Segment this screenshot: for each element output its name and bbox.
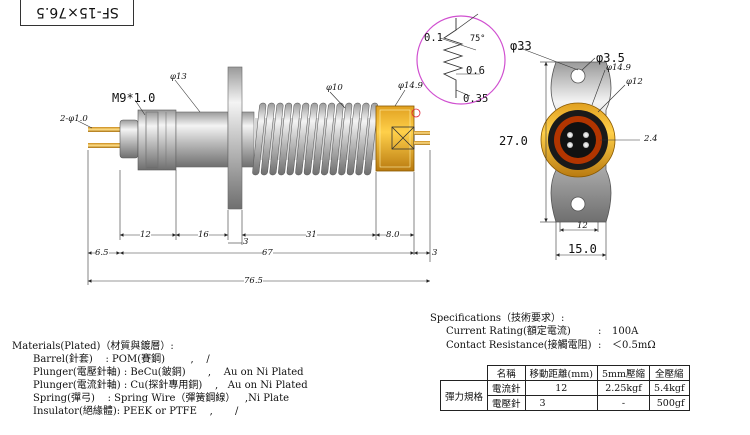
spring-coil — [312, 102, 327, 176]
dim-12: 12 — [140, 230, 151, 240]
row-travel: 3 — [524, 395, 598, 411]
table-header-row: 名稱 移動距離(mm) 5mm壓縮 全壓縮 — [441, 365, 690, 381]
dim-16: 16 — [198, 230, 209, 240]
title-box: SF-15×76.5 — [20, 0, 134, 26]
tip-035: 0.35 — [463, 93, 489, 105]
tip-01: 0.1 — [424, 32, 443, 44]
dim-d13: φ13 — [170, 72, 187, 82]
th-travel: 移動距離(mm) — [524, 365, 598, 381]
row-5mm: - — [596, 395, 651, 411]
dim-31: 31 — [306, 230, 317, 240]
dim-d33: φ33 — [510, 39, 532, 53]
spring-coil — [295, 102, 310, 176]
dim-65: 6.5 — [95, 248, 109, 258]
dim-d12: φ12 — [626, 77, 643, 87]
barrel — [175, 66, 255, 210]
specs-heading: Specifications（技術要求）: — [430, 313, 565, 324]
materials-heading: Materials(Plated)（材質與鍍層）: — [12, 341, 174, 352]
end-view — [540, 61, 616, 223]
spec-current-label: Current Rating(額定電流) — [446, 326, 571, 337]
spec-resistance-sep: : — [598, 340, 602, 351]
spec-current-sep: : — [598, 326, 602, 337]
spring-coil — [338, 102, 353, 176]
spring-coil — [303, 102, 318, 176]
material-line: Plunger(電壓針軸) : BeCu(鈹銅) , Au on Ni Plat… — [33, 367, 304, 378]
dim-d24: 2.4 — [644, 134, 658, 144]
tip-75: 75° — [470, 34, 486, 44]
material-line: Insulator(絕緣體): PEEK or PTFE , / — [33, 406, 239, 417]
material-line: Plunger(電流針軸) : Cu(探針專用銅) , Au on Ni Pla… — [33, 380, 308, 391]
th-full: 全壓縮 — [649, 365, 690, 381]
table-row: 彈力規格 電流針 12 2.25kgf 5.4kgf — [439, 380, 690, 411]
spring-coil — [364, 102, 379, 176]
dim-wire: 2-φ1.0 — [60, 114, 88, 124]
row-travel: 12 — [524, 380, 598, 396]
spec-resistance-label: Contact Resistance(接觸電阻) — [446, 340, 592, 351]
spring-coil — [355, 102, 370, 176]
dim-67: 67 — [262, 248, 273, 258]
spring-coil — [346, 102, 361, 176]
dim-765: 76.5 — [244, 276, 263, 286]
dim-d149: φ14.9 — [398, 81, 423, 91]
row-5mm: 2.25kgf — [596, 380, 651, 396]
spring-coil — [278, 102, 293, 176]
material-line: Barrel(針套) : POM(賽鋼) , / — [33, 354, 210, 365]
group-label: 彈力規格 — [439, 380, 489, 411]
spring-coil — [260, 102, 275, 176]
spec-current-value: 100A — [612, 326, 639, 337]
tip-detail — [416, 13, 506, 105]
dim-w15: 15.0 — [568, 242, 597, 256]
nut — [119, 109, 177, 171]
spring-coil — [252, 102, 267, 176]
dim-d149r: φ14.9 — [606, 63, 631, 73]
end-view-dims — [519, 47, 640, 260]
spring-force-table: 名稱 移動距離(mm) 5mm壓縮 全壓縮 彈力規格 電流針 12 2.25kg… — [439, 365, 690, 411]
dim-h27: 27.0 — [499, 134, 528, 148]
left-pins — [88, 127, 128, 148]
material-line: Spring(彈弓) : Spring Wire（彈簧鋼線） ,Ni Plate — [33, 393, 290, 404]
spring-coil — [286, 102, 301, 176]
tip-06: 0.6 — [466, 65, 485, 77]
dim-3a: 3 — [243, 237, 249, 247]
dim-w12: 12 — [577, 221, 588, 231]
th-5mm: 5mm壓縮 — [596, 365, 651, 381]
row-name: 電流針 — [487, 380, 526, 396]
table-row: 電壓針 3 - 500gf — [441, 395, 690, 411]
row-name: 電壓針 — [487, 395, 526, 411]
th-name: 名稱 — [487, 365, 526, 381]
dim-3b: 3 — [432, 248, 438, 258]
spec-resistance-value: ＜0.5mΩ — [612, 340, 656, 351]
dim-m9: M9*1.0 — [112, 91, 156, 105]
dim-d10: φ10 — [326, 83, 343, 93]
dim-8: 8.0 — [386, 230, 400, 240]
row-full: 500gf — [649, 395, 690, 411]
insulator — [375, 105, 430, 172]
dim-d35: φ3.5 — [596, 51, 625, 65]
row-full: 5.4kgf — [649, 380, 690, 396]
spring-coil — [321, 102, 336, 176]
spring — [252, 102, 379, 176]
spring-coil — [269, 102, 284, 176]
